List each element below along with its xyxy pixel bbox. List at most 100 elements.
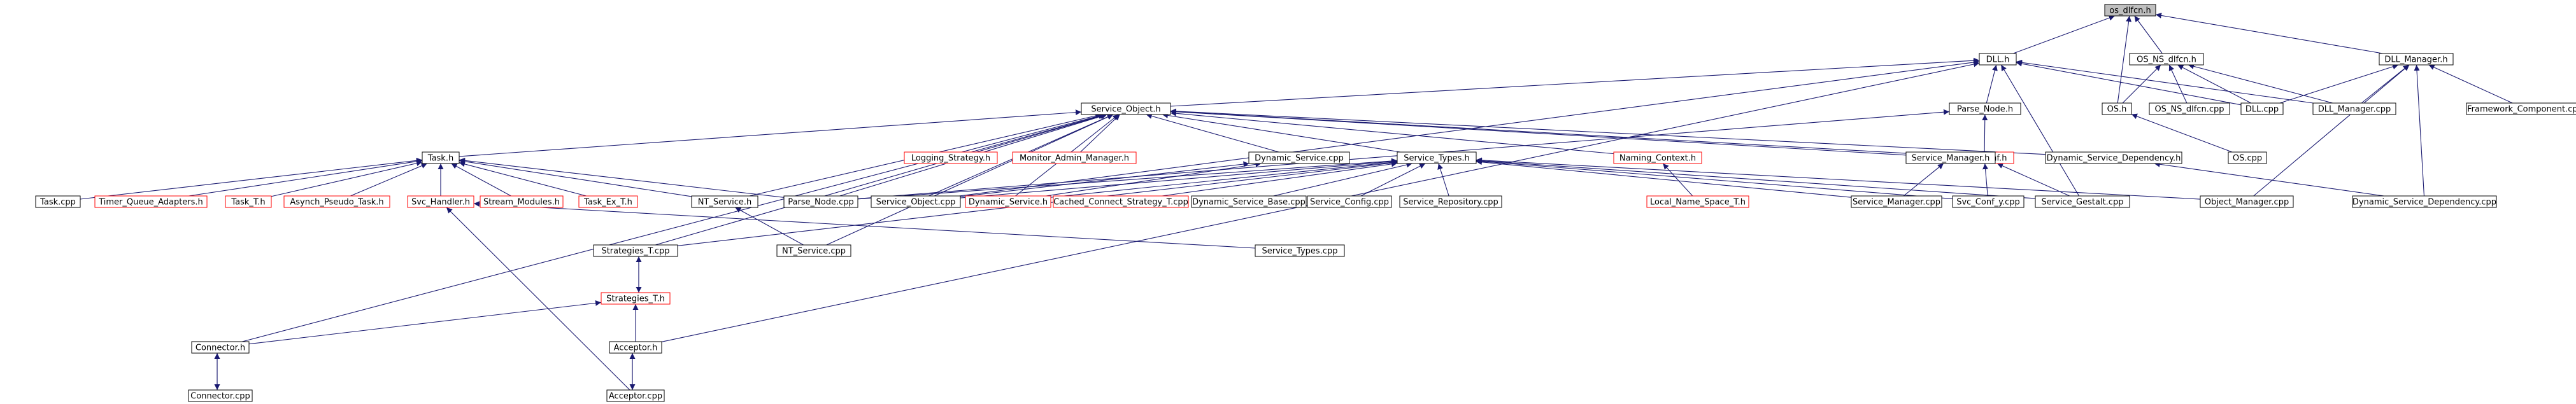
node-label: Timer_Queue_Adapters.h	[98, 198, 203, 207]
node-acceptor-h[interactable]: Acceptor.h	[609, 341, 662, 354]
node-box	[1949, 102, 2021, 115]
node-box	[1399, 195, 1502, 208]
node-label: Svc_Conf_y.cpp	[1956, 198, 2020, 207]
node-os-h[interactable]: OS.h	[2102, 102, 2132, 115]
edge-Service_Gestalt_cpp-to-DLL_h	[2000, 64, 2080, 197]
node-label: Task_Ex_T.h	[583, 198, 632, 207]
node-monitor-admin-manager-h[interactable]: Monitor_Admin_Manager.h	[1012, 151, 1137, 164]
node-box	[2102, 102, 2132, 115]
node-box	[601, 292, 671, 305]
edge-Strategies_T_cpp-to-Service_Object_h	[655, 113, 1107, 246]
node-label: Task.h	[427, 154, 453, 164]
node-box	[1905, 151, 1996, 164]
edge-Parse_Node_cpp-to-Service_Types_h	[857, 158, 1398, 200]
node-service-gestalt-cpp[interactable]: Service_Gestalt.cpp	[2035, 195, 2130, 208]
node-os-dlfcn-h: os_dlfcn.h	[2104, 4, 2156, 17]
node-label: Asynch_Pseudo_Task.h	[290, 198, 383, 207]
node-dll-cpp[interactable]: DLL.cpp	[2240, 102, 2284, 115]
edge-Dynamic_Service_h-to-Service_Types_h	[1050, 159, 1398, 198]
edge-Dynamic_Service_h-to-Dynamic_Service_cpp	[1046, 161, 1262, 197]
node-service-manager-cpp[interactable]: Service_Manager.cpp	[1851, 195, 1942, 208]
node-svc-handler-h[interactable]: Svc_Handler.h	[407, 195, 474, 208]
node-dll-manager-h[interactable]: DLL_Manager.h	[2379, 53, 2454, 66]
edge-Stream_Modules_h-to-Task_h	[451, 163, 511, 197]
node-task-h[interactable]: Task.h	[422, 151, 460, 164]
edge-Local_Name_Space_T_h-to-Naming_Context_h	[1662, 163, 1693, 197]
node-asynch-pseudo-task-h[interactable]: Asynch_Pseudo_Task.h	[283, 195, 390, 208]
node-dynamic-service-dependency-cpp[interactable]: Dynamic_Service_Dependency.cpp	[2352, 195, 2497, 208]
edge-Dynamic_Service_cpp-to-Service_Object_h	[1146, 113, 1279, 153]
node-dll-manager-cpp[interactable]: DLL_Manager.cpp	[2312, 102, 2396, 115]
node-box	[2240, 102, 2284, 115]
node-os-cpp[interactable]: OS.cpp	[2228, 151, 2267, 164]
node-logging-strategy-h[interactable]: Logging_Strategy.h	[904, 151, 998, 164]
edge-Service_Object_cpp-to-Dynamic_Service_cpp	[960, 161, 1249, 197]
node-local-name-space-t-h[interactable]: Local_Name_Space_T.h	[1646, 195, 1749, 208]
edge-Dynamic_Service_Dependency_h-to-Service_Object_h	[1170, 108, 2046, 155]
edge-Dynamic_Service_Base_cpp-to-Service_Types_h	[1273, 162, 1413, 197]
edge-Svc_Conf_h-to-Parse_Node_h	[1982, 114, 1988, 153]
node-cached-connect-strategy-t-cpp[interactable]: Cached_Connect_Strategy_T.cpp	[1053, 195, 1189, 208]
node-task-ex-t-h[interactable]: Task_Ex_T.h	[578, 195, 638, 208]
node-box	[1255, 244, 1345, 257]
edge-Dynamic_Service_Dependency_cpp-to-Dynamic_Service_Dependency_h	[2154, 161, 2384, 197]
node-box	[904, 151, 998, 164]
node-task-cpp[interactable]: Task.cpp	[35, 195, 81, 208]
edge-Service_Object_cpp-to-Service_Types_h	[960, 158, 1398, 199]
node-parse-node-h[interactable]: Parse_Node.h	[1949, 102, 2021, 115]
node-naming-context-h[interactable]: Naming_Context.h	[1613, 151, 1702, 164]
edge-Dynamic_Service_Dependency_cpp-to-DLL_Manager_h	[2414, 64, 2425, 197]
node-label: OS.cpp	[2233, 154, 2262, 164]
node-dll-h[interactable]: DLL.h	[1979, 53, 2017, 66]
edge-Service_Gestalt_cpp-to-Service_Types_h	[1476, 158, 2036, 199]
node-parse-node-cpp[interactable]: Parse_Node.cpp	[783, 195, 858, 208]
edge-Task_h-to-Service_Object_h	[459, 109, 1082, 157]
node-box	[1979, 53, 2017, 66]
node-label: Service_Object.cpp	[876, 198, 956, 207]
node-label: Svc_Handler.h	[411, 198, 470, 207]
node-os-ns-dlfcn-cpp[interactable]: OS_NS_dlfcn.cpp	[2149, 102, 2230, 115]
node-dynamic-service-h[interactable]: Dynamic_Service.h	[965, 195, 1051, 208]
node-box	[2129, 53, 2204, 66]
edge-DLL_cpp-to-DLL_Manager_h	[2279, 64, 2399, 104]
node-dynamic-service-dependency-h[interactable]: Dynamic_Service_Dependency.h	[2045, 151, 2182, 164]
node-acceptor-cpp[interactable]: Acceptor.cpp	[606, 389, 665, 402]
node-box	[191, 341, 250, 354]
node-dynamic-service-cpp[interactable]: Dynamic_Service.cpp	[1248, 151, 1350, 164]
node-label: Monitor_Admin_Manager.h	[1020, 154, 1129, 164]
node-service-repository-cpp[interactable]: Service_Repository.cpp	[1399, 195, 1502, 208]
node-label: DLL.h	[1986, 55, 2010, 65]
edge-layer	[80, 12, 2513, 391]
node-strategies-t-h[interactable]: Strategies_T.h	[601, 292, 671, 305]
edge-OS_NS_dlfcn_cpp-to-OS_NS_dlfcn_h	[2168, 64, 2188, 104]
node-nt-service-cpp[interactable]: NT_Service.cpp	[776, 244, 851, 257]
node-label: Framework_Component.cpp	[2467, 105, 2576, 115]
node-box	[94, 195, 208, 208]
edge-OS_NS_dlfcn_h-to-os_dlfcn_h	[2134, 15, 2163, 54]
node-service-types-h[interactable]: Service_Types.h	[1397, 151, 1477, 164]
node-label: Service_Object.h	[1091, 105, 1160, 115]
node-box	[1952, 195, 2025, 208]
node-connector-cpp[interactable]: Connector.cpp	[188, 389, 253, 402]
node-svc-conf-y-cpp[interactable]: Svc_Conf_y.cpp	[1952, 195, 2025, 208]
edge-Object_Manager_cpp-to-Service_Types_h	[1476, 157, 2201, 200]
node-stream-modules-h[interactable]: Stream_Modules.h	[480, 195, 564, 208]
node-service-config-cpp[interactable]: Service_Config.cpp	[1307, 195, 1392, 208]
node-nt-service-h[interactable]: NT_Service.h	[691, 195, 758, 208]
edge-Connector_h-to-Strategies_T_h	[248, 300, 602, 345]
node-service-object-cpp[interactable]: Service_Object.cpp	[871, 195, 961, 208]
node-connector-h[interactable]: Connector.h	[191, 341, 250, 354]
node-dynamic-service-base-cpp[interactable]: Dynamic_Service_Base.cpp	[1191, 195, 1307, 208]
node-task-t-h[interactable]: Task_T.h	[225, 195, 272, 208]
node-timer-queue-adapters-h[interactable]: Timer_Queue_Adapters.h	[94, 195, 208, 208]
node-label: Task_T.h	[231, 198, 265, 207]
node-object-manager-cpp[interactable]: Object_Manager.cpp	[2200, 195, 2294, 208]
node-service-manager-h[interactable]: Service_Manager.h	[1905, 151, 1996, 164]
node-service-object-h[interactable]: Service_Object.h	[1081, 102, 1171, 115]
node-os-ns-dlfcn-h[interactable]: OS_NS_dlfcn.h	[2129, 53, 2204, 66]
node-box	[1397, 151, 1477, 164]
node-service-types-cpp[interactable]: Service_Types.cpp	[1255, 244, 1345, 257]
node-framework-component-cpp[interactable]: Framework_Component.cpp	[2466, 102, 2576, 115]
edge-Logging_Strategy_h-to-Service_Object_h	[971, 113, 1106, 153]
node-strategies-t-cpp[interactable]: Strategies_T.cpp	[593, 244, 678, 257]
